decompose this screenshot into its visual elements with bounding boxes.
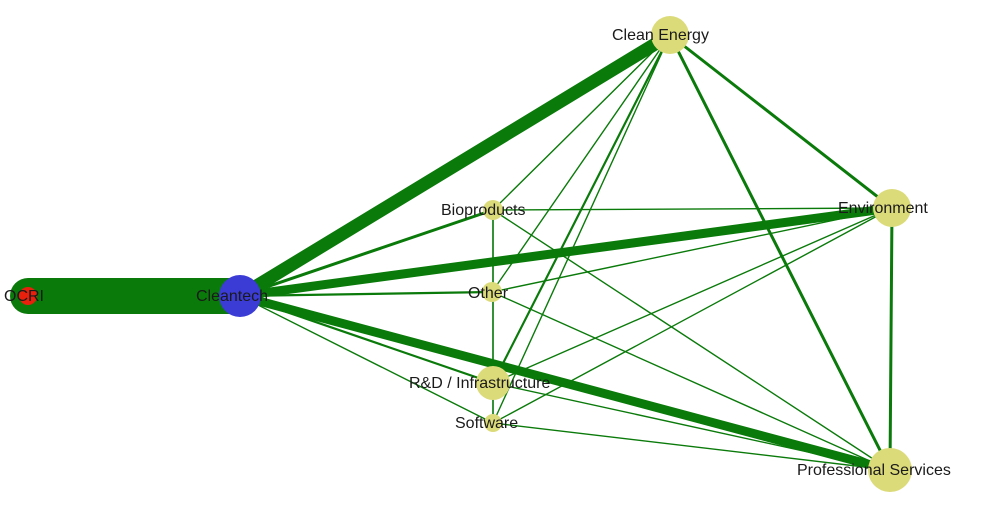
edge-professional-services-other <box>491 291 891 471</box>
node-label-professional-services: Professional Services <box>797 462 951 479</box>
node-software <box>484 414 502 432</box>
edge-cleantech-software <box>239 295 494 424</box>
edge-cleantech-environment <box>235 203 897 301</box>
node-label-cleantech: Cleantech <box>196 288 268 305</box>
edge-environment-bioproducts <box>492 207 893 211</box>
node-label-environment: Environment <box>838 200 928 217</box>
node-label-other: Other <box>468 285 509 302</box>
node-clean-energy <box>651 16 689 54</box>
node-bioproducts <box>483 200 503 220</box>
node-label-bioproducts: Bioproducts <box>441 202 526 219</box>
node-ocri <box>19 287 37 305</box>
edge-clean-energy-environment <box>668 33 894 210</box>
node-label-clean-energy: Clean Energy <box>612 27 709 44</box>
edge-cleantech-rd-infrastructure <box>238 294 495 385</box>
edge-environment-rd-infrastructure <box>492 207 893 384</box>
node-label-ocri: OCRI <box>4 288 44 305</box>
edge-clean-energy-other <box>491 34 671 293</box>
edge-environment-professional-services <box>888 206 894 472</box>
edge-clean-energy-bioproducts <box>492 34 671 211</box>
edge-cleantech-clean-energy <box>233 28 677 303</box>
node-cleantech <box>219 275 261 317</box>
edge-environment-other <box>491 207 893 293</box>
edge-professional-services-software <box>492 422 891 471</box>
edge-clean-energy-professional-services <box>668 33 892 472</box>
node-environment <box>873 189 911 227</box>
node-rd-infrastructure <box>476 366 510 400</box>
node-label-rd-infrastructure: R&D / Infrastructure <box>409 375 550 392</box>
edges-layer <box>10 28 897 475</box>
edge-cleantech-bioproducts <box>238 208 495 298</box>
node-other <box>482 282 502 302</box>
edge-environment-software <box>492 207 893 424</box>
nodes-layer <box>19 16 912 492</box>
edge-professional-services-rd-infrastructure <box>492 382 891 471</box>
edge-professional-services-bioproducts <box>492 209 891 471</box>
edge-cleantech-professional-services <box>235 291 895 475</box>
node-label-software: Software <box>455 415 518 432</box>
edge-cleantech-other <box>238 290 494 298</box>
node-professional-services <box>868 448 912 492</box>
edge-clean-energy-software <box>492 34 671 424</box>
